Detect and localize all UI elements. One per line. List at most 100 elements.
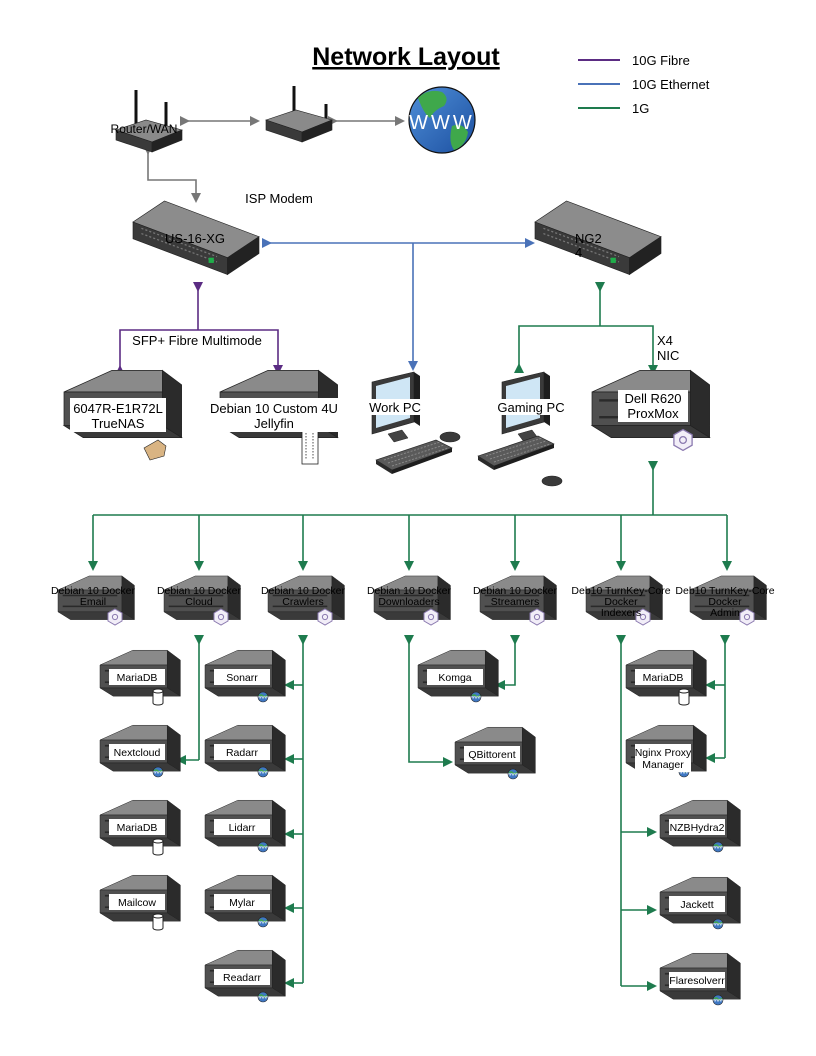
isp-modem: ISP Modem (245, 86, 333, 206)
service-layer: MariaDBNextcloudMariaDBMailcowSonarrRada… (99, 649, 741, 1006)
streamers-komga-link (495, 635, 520, 690)
truenas-label-2: TrueNAS (92, 416, 145, 431)
gear-icon (423, 608, 439, 626)
vm-downloaders-label-2: Downloaders (378, 596, 439, 608)
svc-cloud-mariadb: MariaDB (99, 649, 181, 706)
svc-readarr-label: Readarr (223, 972, 261, 984)
router-label: Router/WAN (111, 122, 178, 136)
legend-ethernet-label: 10G Ethernet (632, 77, 710, 92)
svc-mailcow-label: Mailcow (118, 897, 156, 909)
database-icon (152, 688, 164, 706)
vm-email-label-1: Debian 10 Docker (51, 585, 136, 597)
truenas-label-1: 6047R-E1R72L (73, 401, 163, 416)
gaming-pc: Gaming PC (477, 371, 568, 487)
svc-radarr: Radarr (204, 724, 286, 778)
svc-nzbhydra2-label: NZBHydra2 (670, 822, 725, 834)
vm-indexers-label-1: Deb10 TurnKey-Core (571, 585, 670, 597)
vm-admin-label-1: Deb10 TurnKey-Core (675, 585, 774, 597)
vm-streamers-label-1: Debian 10 Docker (473, 585, 558, 597)
legend-fibre-label: 10G Fibre (632, 53, 690, 68)
jellyfin-server: Debian 10 Custom 4U Jellyfin (208, 369, 342, 465)
gear-icon (213, 608, 229, 626)
vm-indexers-label-3: Indexers (601, 607, 641, 619)
svc-cloud-mariadb-label: MariaDB (117, 672, 158, 684)
work-pc: Work PC (366, 371, 461, 475)
svc-flaresolverr: Flaresolverr (659, 952, 741, 1006)
gear-icon (739, 608, 755, 626)
ng2-label-2: 4 (575, 245, 582, 260)
svc-qbittorent: QBittorent (454, 726, 536, 780)
svc-readarr: Readarr (204, 949, 286, 1003)
svc-jackett: Jackett (659, 876, 741, 930)
svc-nginx-proxy-manager-label-2: Manager (642, 759, 684, 771)
vm-streamers-label-2: Streamers (491, 596, 539, 608)
svc-radarr-label: Radarr (226, 747, 259, 759)
svc-admin-mariadb-label: MariaDB (643, 672, 684, 684)
legend-1g-label: 1G (632, 101, 649, 116)
gear-icon (317, 608, 333, 626)
router-wan: Router/WAN (111, 90, 183, 153)
svc-komga-label: Komga (438, 672, 471, 684)
svc-sonarr: Sonarr (204, 649, 286, 703)
svc-mylar: Mylar (204, 874, 286, 928)
vm-indexers-label-2: Docker (604, 596, 638, 608)
vm-admin-label-2: Docker (708, 596, 742, 608)
fibre-branch (115, 329, 283, 375)
r620-label-1: Dell R620 (624, 391, 681, 406)
gear-icon (107, 608, 123, 626)
svc-mailcow-mariadb-label: MariaDB (117, 822, 158, 834)
vm-email-label-2: Email (80, 596, 106, 608)
vm-crawlers-label-1: Debian 10 Docker (261, 585, 346, 597)
vm-downloaders-label-1: Debian 10 Docker (367, 585, 452, 597)
svc-qbittorent-label: QBittorent (468, 749, 515, 761)
truenas-server: 6047R-E1R72L TrueNAS (63, 369, 183, 461)
ng2-branch (514, 325, 658, 375)
database-icon (152, 838, 164, 856)
svc-nextcloud: Nextcloud (99, 724, 181, 778)
svc-mailcow: Mailcow (99, 874, 181, 931)
svc-komga: Komga (417, 649, 499, 703)
fibre-label: SFP+ Fibre Multimode (132, 333, 262, 348)
internet-globe: WWW (408, 86, 476, 154)
ng2-label-1: NG2 (575, 231, 602, 246)
router-switch-link (143, 145, 201, 203)
gamingpc-label: Gaming PC (497, 400, 564, 415)
legend: 10G Fibre 10G Ethernet 1G (578, 53, 710, 116)
vm-cloud-label-2: Cloud (185, 596, 213, 608)
page-title: Network Layout (312, 43, 500, 71)
svc-mylar-label: Mylar (229, 897, 255, 909)
x4-label-2: NIC (657, 348, 679, 363)
ng2-switch: NG2 4 (534, 200, 662, 276)
downloaders-qbit-link (404, 635, 453, 767)
svc-lidarr: Lidarr (204, 799, 286, 853)
gear-icon (529, 608, 545, 626)
connections (88, 116, 732, 991)
vm-crawlers-label-2: Crawlers (282, 596, 323, 608)
svc-flaresolverr-label: Flaresolverr (669, 975, 725, 987)
svc-admin-mariadb: MariaDB (625, 649, 707, 706)
dell-r620: Dell R620 ProxMox (591, 369, 711, 452)
r620-label-2: ProxMox (627, 406, 679, 421)
modem-label: ISP Modem (245, 191, 313, 206)
svc-nextcloud-label: Nextcloud (114, 747, 161, 759)
jellyfin-label-1: Debian 10 Custom 4U (210, 401, 338, 416)
x4-label-1: X4 (657, 333, 673, 348)
database-icon (678, 688, 690, 706)
us-16-xg-switch: US-16-XG (132, 200, 260, 276)
internet-label: WWW (409, 112, 475, 134)
vm-cloud-label-1: Debian 10 Docker (157, 585, 242, 597)
svc-sonarr-label: Sonarr (226, 672, 258, 684)
database-icon (152, 913, 164, 931)
jellyfin-label-2: Jellyfin (254, 416, 294, 431)
svc-nginx-proxy-manager-label: Nginx Proxy (635, 747, 692, 759)
svc-mailcow-mariadb: MariaDB (99, 799, 181, 856)
